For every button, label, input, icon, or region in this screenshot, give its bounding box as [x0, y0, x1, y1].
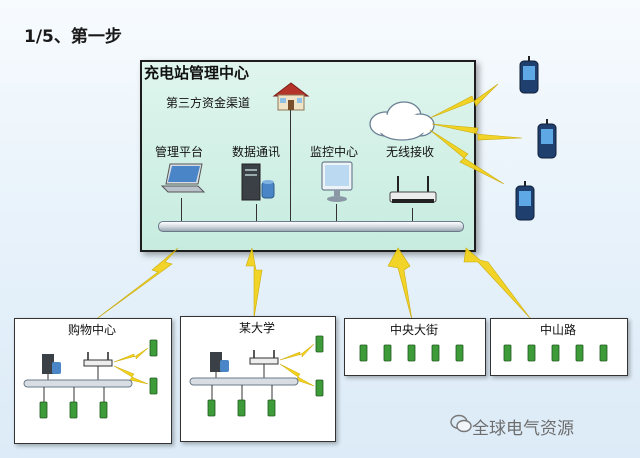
- branch-chargers-central-street: [359, 344, 464, 362]
- branch-title-central-street: 中央大街: [389, 323, 438, 337]
- branch-title-shopping-center: 购物中心: [67, 323, 116, 337]
- watermark-text: 全球电气资源: [472, 419, 574, 439]
- server-link-line: [256, 204, 257, 222]
- step-title: 1/5、第一步: [24, 27, 122, 47]
- node-label-wireless-receiver: 无线接收: [386, 145, 435, 159]
- laptop-icon: [160, 163, 206, 193]
- router-icon: [389, 176, 437, 203]
- phone-icon: [519, 56, 539, 94]
- node-label-monitoring-center: 监控中心: [310, 145, 359, 159]
- house-link-line: [290, 110, 291, 222]
- bolt-university: [245, 247, 263, 319]
- node-label-management-platform: 管理平台: [155, 145, 204, 159]
- wireless-ray-1: [429, 83, 499, 119]
- phone-icon: [515, 181, 535, 221]
- phone-icon: [537, 119, 557, 159]
- branch-title-university: 某大学: [238, 321, 275, 335]
- center-network-bus: [158, 221, 464, 232]
- server-icon: [241, 163, 275, 201]
- bolt-street: [387, 247, 413, 321]
- laptop-link-line: [181, 198, 182, 222]
- wechat-icon: [450, 414, 472, 433]
- cloud-icon: [369, 101, 435, 141]
- management-center-box: [140, 60, 476, 252]
- branch-title-zhongshan-road: 中山路: [539, 323, 576, 337]
- management-center-title: 充电站管理中心: [144, 64, 250, 82]
- branch-network-shopping-center: [23, 339, 158, 419]
- wireless-ray-3: [429, 129, 505, 185]
- third-party-funds-label: 第三方资金渠道: [166, 96, 251, 110]
- wireless-ray-2: [431, 123, 523, 141]
- house-icon: [272, 82, 310, 111]
- branch-network-university: [189, 335, 324, 417]
- monitor-icon: [321, 161, 353, 202]
- bolt-zhongshan: [463, 247, 531, 319]
- branch-chargers-zhongshan-road: [503, 344, 608, 362]
- monitor-link-line: [336, 204, 337, 222]
- node-label-data-communication: 数据通讯: [232, 145, 281, 159]
- bolt-shopping: [94, 247, 179, 321]
- router-link-line: [412, 208, 413, 222]
